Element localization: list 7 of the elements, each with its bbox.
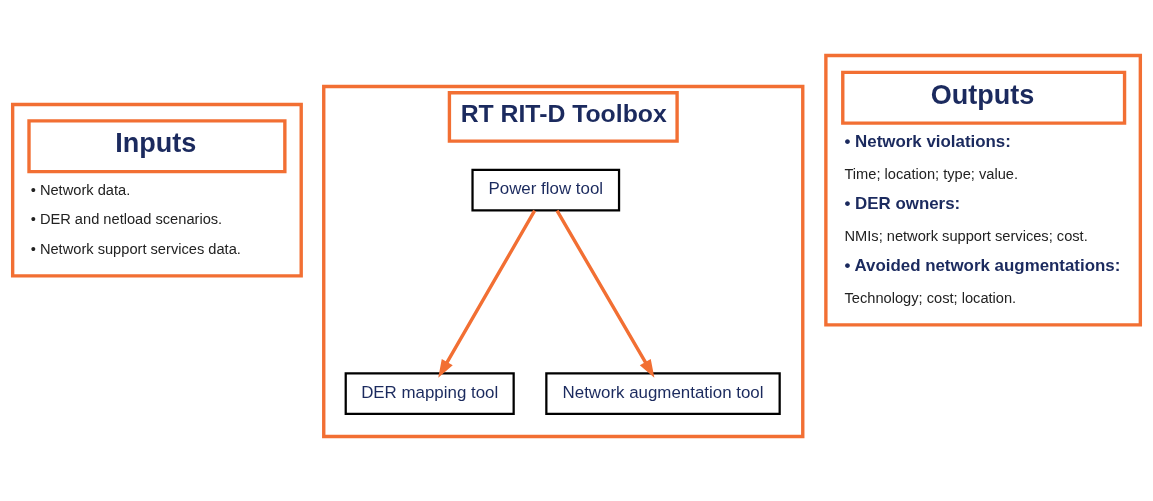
node-box: Network augmentation tool (545, 372, 781, 416)
node-box: Inputs • Network data. • DER and netload scenarios. • Network support services data. (10, 102, 303, 278)
node-box: DER mapping tool (344, 372, 515, 416)
arrow (438, 209, 537, 378)
node-box: Outputs • Network violations: Time; location; type; value. • DER owners: NMIs; network support services; cost. • Avoided network augmentations: Technology; cost; location. (824, 53, 1143, 327)
node-box: Power flow tool (471, 168, 621, 212)
arrow (555, 209, 655, 378)
